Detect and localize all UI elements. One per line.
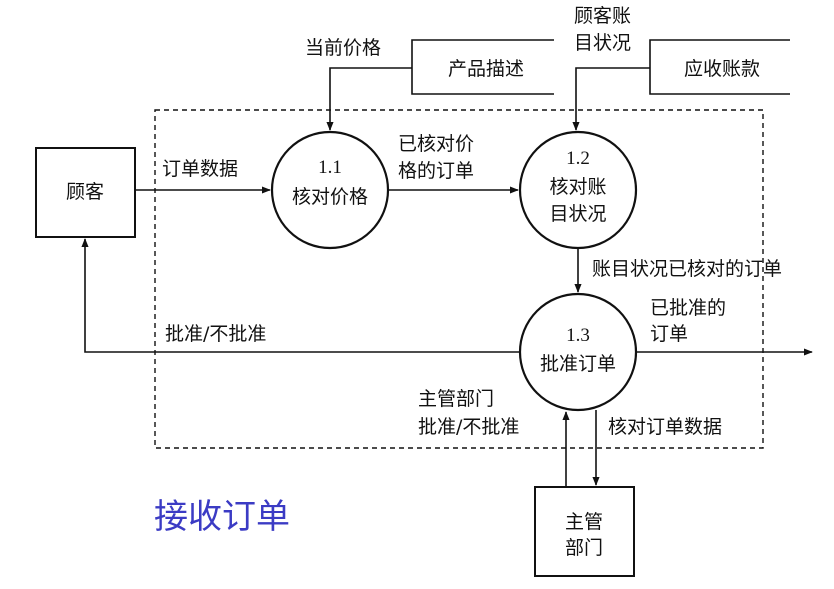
process-1-2-name-2: 目状况 (549, 203, 606, 225)
flow-account-status-label-1: 顾客账 (574, 5, 631, 27)
flow-current-price (326, 67, 412, 131)
flow-approve-reject-label: 批准/不批准 (165, 323, 266, 345)
process-1-1-name: 核对价格 (292, 186, 368, 208)
diagram-title: 接收订单 (154, 497, 290, 537)
process-1-3 (518, 292, 638, 412)
flow-status-checked-label: 账目状况已核对的订单 (592, 258, 782, 280)
flow-approved-order-label-2: 订单 (650, 323, 688, 345)
flow-supervisor-decision-label-1: 主管部门 (418, 388, 494, 410)
flow-account-status (572, 67, 650, 131)
process-1-2-id: 1.2 (566, 148, 590, 169)
process-1-1-id: 1.1 (318, 157, 342, 178)
flow-approved-order-label-1: 已批准的 (650, 297, 726, 319)
flow-approve-reject (81, 238, 520, 353)
process-1-2-name-1: 核对账 (549, 176, 606, 198)
process-1-3-name: 批准订单 (540, 353, 616, 375)
entity-supervisor-box (534, 486, 635, 577)
entity-supervisor-line2: 部门 (565, 537, 603, 559)
flow-current-price-label: 当前价格 (305, 37, 381, 59)
flow-supervisor-decision-label-2: 批准/不批准 (418, 416, 519, 438)
flow-price-checked-label-2: 格的订单 (398, 160, 474, 182)
flow-account-status-label-2: 目状况 (574, 32, 631, 54)
store-product-desc-label: 产品描述 (448, 58, 524, 80)
entity-customer-box (35, 147, 136, 238)
entity-supervisor-line1: 主管 (565, 511, 603, 533)
store-product-desc-shape (411, 39, 554, 95)
flow-price-checked-label-1: 已核对价 (398, 133, 474, 155)
flow-order-data-label: 订单数据 (162, 158, 238, 180)
store-receivables-label: 应收账款 (684, 58, 760, 80)
entity-customer-label: 顾客 (66, 181, 104, 203)
store-receivables-shape (649, 39, 790, 95)
flow-checked-order-data-label: 核对订单数据 (608, 416, 722, 438)
process-1-3-id: 1.3 (566, 325, 590, 346)
system-boundary (154, 109, 764, 449)
